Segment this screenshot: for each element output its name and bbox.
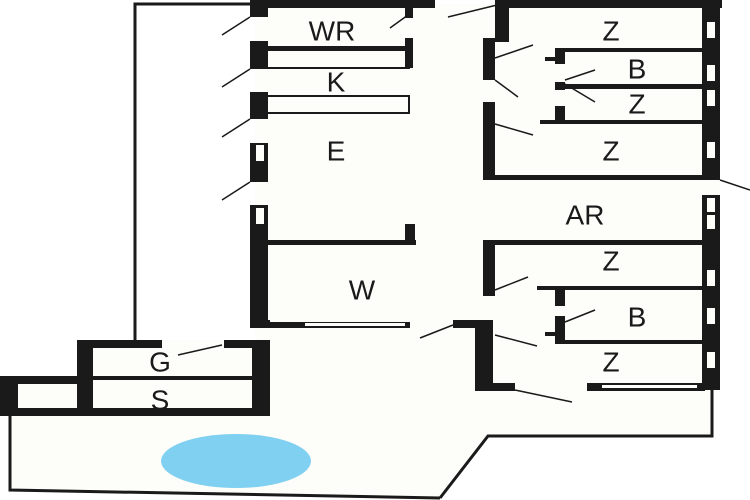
room-label-b2: B — [628, 302, 647, 333]
room-label-w: W — [349, 275, 376, 306]
room-label-g: G — [149, 347, 171, 378]
room-label-z1: Z — [602, 16, 619, 47]
room-label-z2: Z — [628, 89, 645, 120]
room-label-b1: B — [628, 54, 647, 85]
room-label-e: E — [327, 136, 346, 167]
room-label-ar: AR — [566, 200, 605, 231]
door-swings — [177, 4, 750, 403]
room-label-s: S — [151, 385, 170, 416]
room-label-wr: WR — [309, 16, 356, 47]
room-labels: WR K E Z B Z Z AR W Z B Z G S — [149, 16, 646, 416]
room-label-z3: Z — [602, 136, 619, 167]
room-label-z4: Z — [602, 246, 619, 277]
pool — [161, 434, 311, 488]
plot-boundary — [8, 2, 714, 500]
room-label-k: K — [327, 67, 346, 98]
walls — [0, 0, 722, 416]
room-label-z5: Z — [602, 347, 619, 378]
